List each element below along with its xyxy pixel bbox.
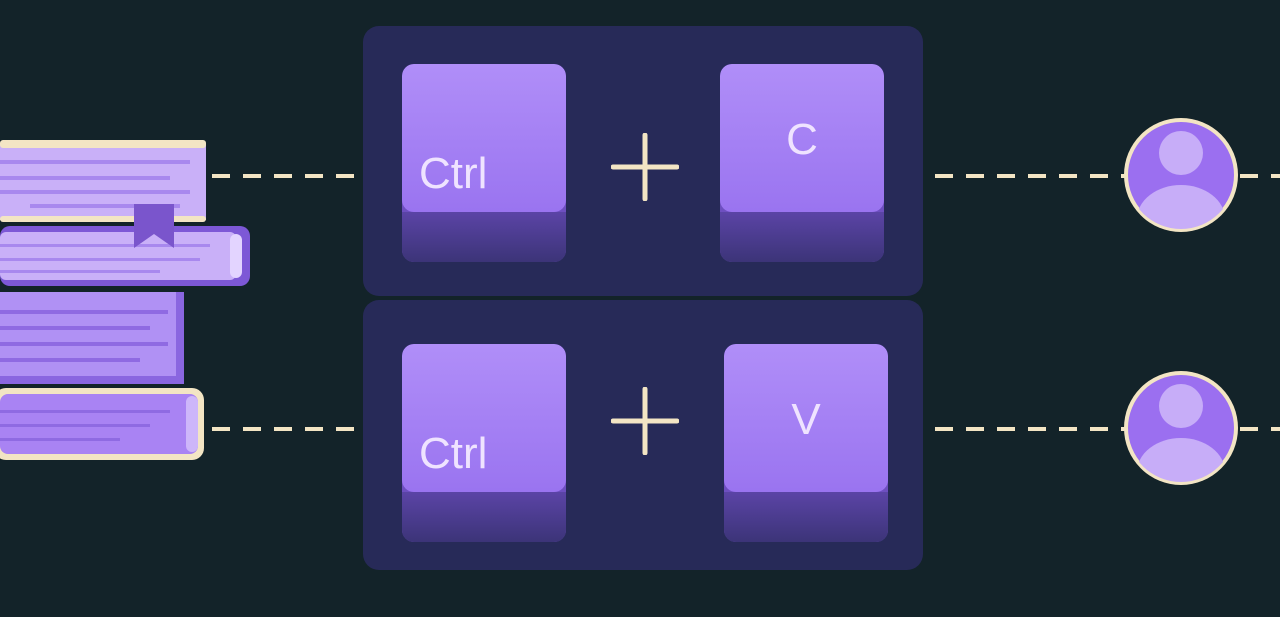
book-top xyxy=(0,140,206,222)
copy-shortcut-panel: Ctrl C xyxy=(363,26,923,296)
key-side xyxy=(724,492,888,542)
key-top: C xyxy=(720,64,884,212)
c-key: C xyxy=(720,64,884,262)
key-side xyxy=(720,212,884,262)
connector-line-copy-edge xyxy=(1240,174,1280,178)
paste-shortcut-panel: Ctrl V xyxy=(363,300,923,570)
connector-line-paste-left xyxy=(212,427,398,431)
key-top: Ctrl xyxy=(402,64,566,212)
connector-line-copy-left xyxy=(212,174,398,178)
c-key-label: C xyxy=(786,115,818,164)
plus-icon xyxy=(611,387,679,455)
ctrl-key-label: Ctrl xyxy=(419,149,488,198)
v-key-label: V xyxy=(791,395,821,444)
book-middle xyxy=(0,292,184,384)
connector-line-copy-right xyxy=(904,174,1126,178)
ctrl-key: Ctrl xyxy=(402,344,566,542)
ctrl-key-label: Ctrl xyxy=(419,429,488,478)
book-bookmarked xyxy=(0,226,250,286)
v-key: V xyxy=(724,344,888,542)
ctrl-key: Ctrl xyxy=(402,64,566,262)
plus-icon xyxy=(611,133,679,201)
key-side xyxy=(402,212,566,262)
user-avatar-icon xyxy=(1124,371,1238,485)
key-top: Ctrl xyxy=(402,344,566,492)
user-avatar-icon xyxy=(1124,118,1238,232)
bookmark-icon xyxy=(134,204,174,248)
key-top: V xyxy=(724,344,888,492)
connector-line-paste-edge xyxy=(1240,427,1280,431)
connector-line-paste-right xyxy=(904,427,1126,431)
book-bottom xyxy=(0,388,204,460)
key-side xyxy=(402,492,566,542)
books-stack-icon xyxy=(0,140,250,460)
